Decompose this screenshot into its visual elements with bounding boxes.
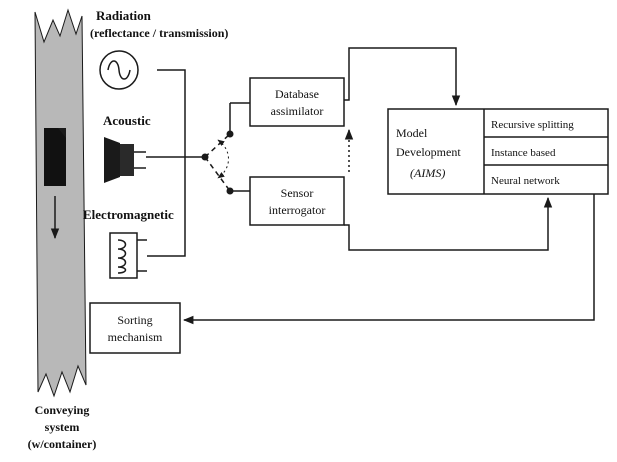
method-neural-network: Neural network xyxy=(491,175,560,187)
conveyor-belt xyxy=(34,8,87,398)
database-assimilator-block: Database assimilator xyxy=(249,77,345,127)
radiation-sensor: Radiation (reflectance / transmission) xyxy=(90,8,228,90)
method-instance-based: Instance based xyxy=(491,147,556,159)
model-label-line: Development xyxy=(396,145,461,159)
database-label-line: Database xyxy=(275,87,319,101)
database-to-model-arrow xyxy=(344,47,461,107)
acoustic-title: Acoustic xyxy=(103,113,151,128)
electromagnetic-title: Electromagnetic xyxy=(83,207,174,222)
sensor-switch xyxy=(201,102,250,195)
conveyor-label-line: system xyxy=(45,420,80,434)
speaker-icon xyxy=(104,137,146,183)
model-development-block: Model Development (AIMS) Recursive split… xyxy=(387,108,609,195)
sensor-wiring xyxy=(146,69,205,257)
conveyor-label: Conveying system (w/container) xyxy=(28,403,97,451)
model-aims-label: (AIMS) xyxy=(410,166,445,180)
interrogator-to-model-arrow xyxy=(344,196,553,251)
model-label-line: Model xyxy=(396,126,428,140)
sorting-label-line: mechanism xyxy=(108,330,163,344)
interrogator-label-line: Sensor xyxy=(281,186,314,200)
radiation-subtitle: (reflectance / transmission) xyxy=(90,26,228,40)
sorting-label-line: Sorting xyxy=(117,313,152,327)
coil-icon xyxy=(109,232,147,279)
method-recursive-splitting: Recursive splitting xyxy=(491,119,574,131)
acoustic-sensor: Acoustic xyxy=(103,113,151,183)
electromagnetic-sensor: Electromagnetic xyxy=(83,207,174,279)
sorting-mechanism-block: Sorting mechanism xyxy=(89,302,181,354)
conveyor-label-line: Conveying xyxy=(35,403,90,417)
sensor-interrogator-block: Sensor interrogator xyxy=(249,176,345,226)
database-label-line: assimilator xyxy=(271,104,324,118)
radiation-title: Radiation xyxy=(96,8,152,23)
interrogator-label-line: interrogator xyxy=(269,203,326,217)
model-to-sorting-arrow xyxy=(182,194,595,325)
sine-wave-circle-icon xyxy=(99,50,139,90)
conveyor-label-line: (w/container) xyxy=(28,437,97,451)
